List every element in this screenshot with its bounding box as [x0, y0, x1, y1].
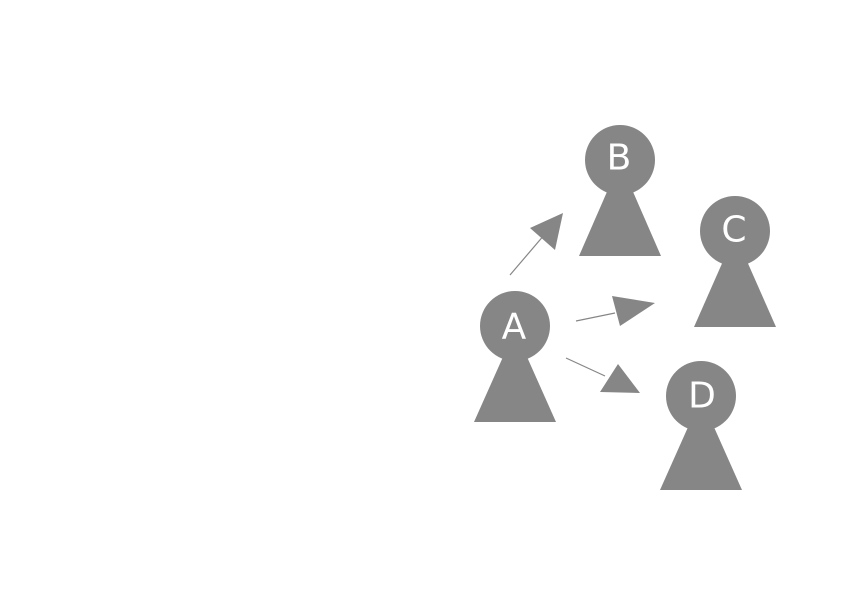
node-d-head	[666, 361, 736, 431]
node-b-head	[585, 125, 655, 195]
node-d-body	[660, 398, 742, 490]
edge-a-to-c	[575, 296, 655, 326]
node-c-head	[700, 196, 770, 266]
node-b-body	[579, 162, 661, 256]
node-d-label: D	[688, 376, 716, 417]
node-a-body	[474, 330, 556, 422]
node-a: A	[474, 291, 556, 422]
node-c-body	[694, 234, 776, 327]
node-b-label: B	[607, 138, 632, 179]
node-a-label: A	[502, 307, 527, 348]
node-b: B	[579, 125, 661, 256]
node-c-label: C	[721, 210, 746, 251]
node-a-head	[480, 291, 550, 361]
node-c: C	[694, 196, 776, 327]
node-d: D	[660, 361, 742, 490]
edge-a-to-d	[565, 357, 640, 393]
edge-a-to-b	[509, 213, 563, 276]
